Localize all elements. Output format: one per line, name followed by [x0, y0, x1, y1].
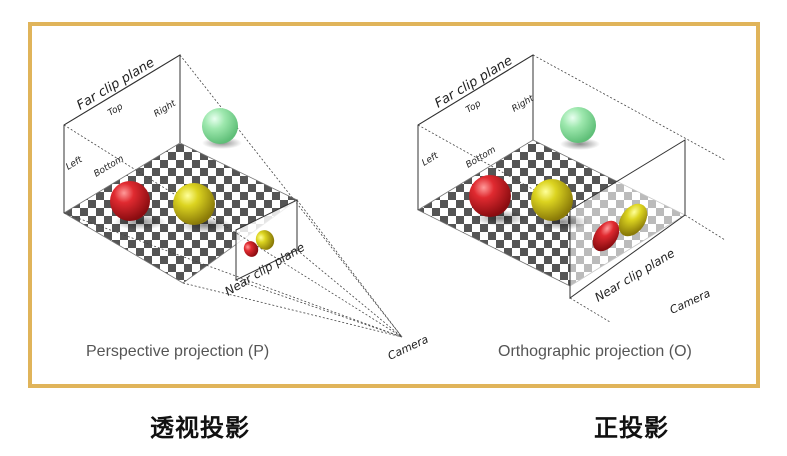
yellow-sphere	[173, 183, 215, 225]
perspective-left-label: Left	[64, 155, 84, 173]
orthographic-title: Orthographic projection (O)	[498, 343, 692, 360]
perspective-top-label: Top	[106, 102, 125, 119]
ortho-yellow-sphere	[531, 179, 573, 221]
perspective-right-label: Right	[152, 99, 178, 120]
orthographic-top-label: Top	[464, 99, 483, 116]
perspective-caption: 透视投影	[150, 414, 250, 442]
orthographic-far-clip-box	[417, 54, 534, 210]
orthographic-diagram: Far clip plane Top Right Left Bottom Nea…	[417, 53, 726, 360]
perspective-bottom-label: Bottom	[92, 154, 126, 180]
perspective-title: Perspective projection (P)	[86, 343, 269, 360]
orthographic-left-label: Left	[420, 151, 440, 169]
orthographic-caption: 正投影	[594, 414, 669, 442]
ortho-green-sphere	[560, 107, 596, 143]
perspective-far-clip-box	[63, 54, 181, 213]
ortho-near-red-sphere	[592, 220, 620, 252]
green-sphere	[202, 108, 238, 144]
ortho-red-sphere	[469, 175, 511, 217]
near-red-sphere	[243, 241, 259, 257]
orthographic-camera-label: Camera	[668, 287, 713, 317]
red-sphere	[110, 181, 150, 221]
perspective-camera-label: Camera	[386, 333, 431, 363]
perspective-diagram: Far clip plane Top Right Left Bottom Nea…	[63, 54, 431, 363]
perspective-frustum-lines	[63, 54, 403, 338]
ortho-near-yellow-sphere	[618, 203, 648, 237]
near-yellow-sphere	[255, 230, 275, 250]
orthographic-right-label: Right	[510, 94, 536, 115]
